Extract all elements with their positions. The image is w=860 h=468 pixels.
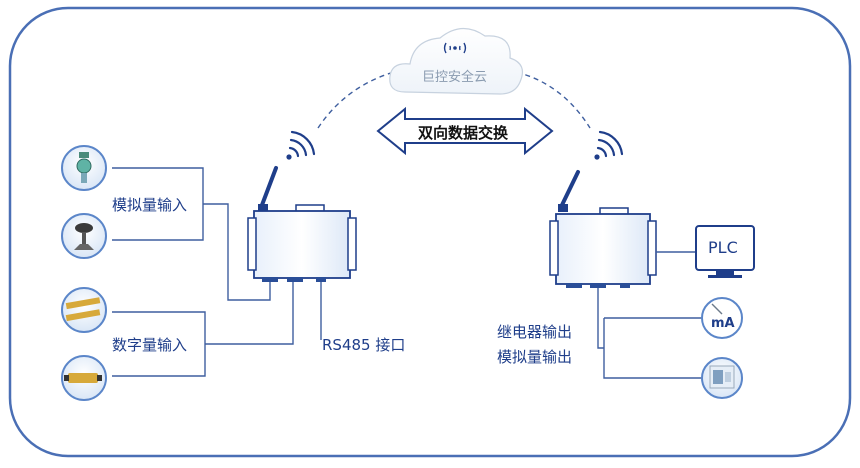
left-wifi-icon <box>286 130 316 160</box>
relay-icon <box>701 357 743 399</box>
ma-label: mA <box>711 316 735 331</box>
level-sensor-icon <box>61 213 107 259</box>
left-gateway-device <box>247 166 357 282</box>
plc-monitor-icon <box>695 225 755 278</box>
relay-output-label: 继电器输出 <box>497 323 573 341</box>
rs485-label: RS485 接口 <box>322 336 406 354</box>
cloud-label: 巨控安全云 <box>422 70 488 85</box>
analog-input-label: 模拟量输入 <box>112 196 188 214</box>
right-wifi-icon <box>594 130 624 160</box>
analog-output-label: 模拟量输出 <box>497 348 573 366</box>
double-arrow-icon <box>376 106 554 156</box>
cloud-icon <box>389 27 523 95</box>
plc-label: PLC <box>708 238 738 257</box>
proximity-switch-icon <box>61 355 107 401</box>
pressure-transmitter-icon <box>61 145 107 191</box>
outer-frame <box>8 6 852 458</box>
photoelectric-sensor-icon <box>61 287 107 333</box>
cloud-wifi-icon <box>443 42 467 54</box>
left-wiring <box>112 167 322 377</box>
ma-meter-icon <box>701 297 743 339</box>
right-gateway-device <box>549 170 657 288</box>
digital-input-label: 数字量输入 <box>112 336 188 354</box>
exchange-label: 双向数据交换 <box>418 124 509 142</box>
right-wiring <box>597 251 706 379</box>
